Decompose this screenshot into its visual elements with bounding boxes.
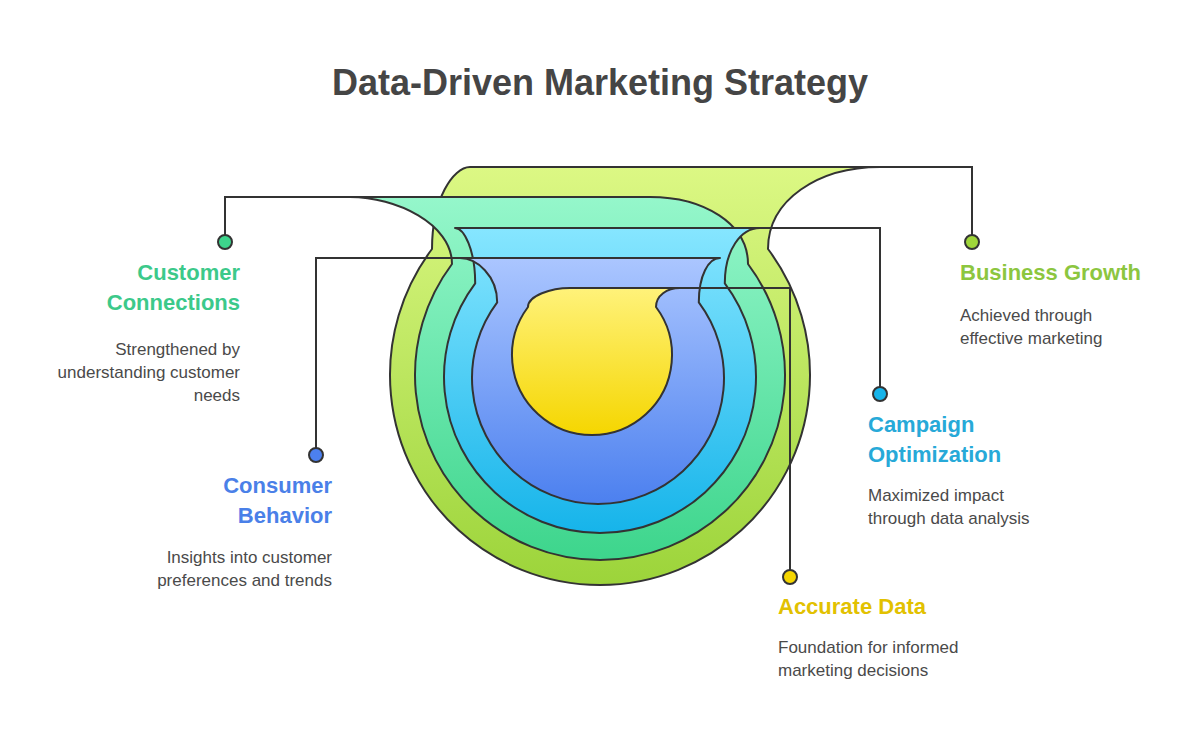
leader-dot xyxy=(965,235,979,249)
layer-heading: Accurate Data xyxy=(778,592,1038,622)
layer-description: Insights into customer preferences and t… xyxy=(127,546,332,592)
leader-dot xyxy=(873,387,887,401)
leader-line xyxy=(880,167,972,235)
leader-dot xyxy=(218,235,232,249)
diagram-title: Data-Driven Marketing Strategy xyxy=(0,62,1200,104)
layer-description: Achieved through effective marketing xyxy=(960,304,1135,350)
funnel-band xyxy=(460,258,724,504)
layer-description: Strengthened by understanding customer n… xyxy=(50,338,240,407)
layer-description: Foundation for informed marketing decisi… xyxy=(778,636,1003,682)
layer-heading: Business Growth xyxy=(960,258,1180,288)
leader-dot xyxy=(783,570,797,584)
leader-dot xyxy=(309,448,323,462)
funnel-band xyxy=(390,167,880,585)
funnel-band xyxy=(512,288,680,435)
funnel-band xyxy=(350,197,785,560)
leader-line xyxy=(316,258,460,448)
layer-heading: Customer Connections xyxy=(90,258,240,318)
leader-line xyxy=(225,197,350,235)
leader-line xyxy=(760,228,880,387)
layer-heading: Campaign Optimization xyxy=(868,410,1038,470)
layer-description: Maximized impact through data analysis xyxy=(868,484,1058,530)
layer-heading: Consumer Behavior xyxy=(192,471,332,531)
funnel-band xyxy=(444,228,760,533)
leader-line xyxy=(680,288,790,570)
